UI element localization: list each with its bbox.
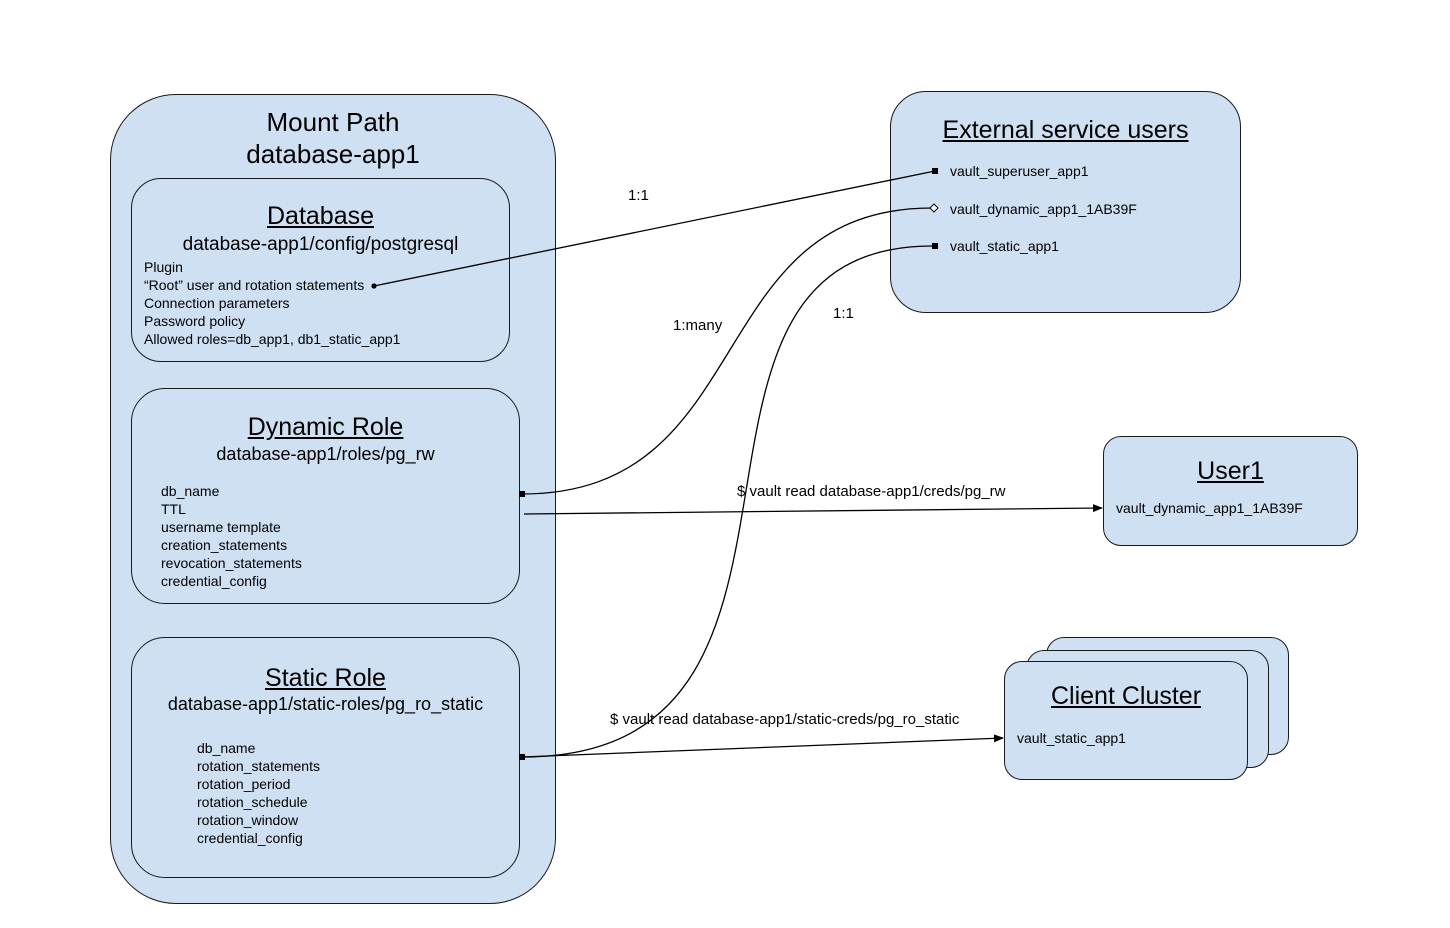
mount-path-title: Mount Path [266,107,400,137]
external-users-title: External service users [942,116,1189,144]
dynamic-role-fields: db_name TTL username template creation_s… [161,483,302,590]
database-box: Database database-app1/config/postgresql… [131,178,510,362]
user1-box: User1 vault_dynamic_app1_1AB39F [1103,436,1358,546]
dynamic-role-title: Dynamic Role [247,413,404,441]
external-user-superuser: vault_superuser_app1 [950,163,1089,179]
static-role-field: db_name [197,740,256,756]
dynamic-role-field: creation_statements [161,536,288,553]
edge-dynamic-end-diamond [929,203,939,213]
edge-static-to-user [521,245,933,758]
edge-label-dynamic-to-user: 1:many [673,317,723,334]
edge-label-read-static: $ vault read database-app1/static-creds/… [610,711,960,728]
client-cluster-box: Client Cluster vault_static_app1 [1004,661,1248,780]
database-path: database-app1/config/postgresql [182,234,459,255]
static-role-field: rotation_statements [197,757,320,774]
edge-label-read-dynamic: $ vault read database-app1/creds/pg_rw [737,483,1006,500]
edge-root-start-dot [371,283,377,289]
database-field: “Root” user and rotation statements [144,276,365,293]
edge-superuser-end-square [932,168,938,174]
static-role-field: rotation_schedule [197,793,308,810]
external-user-dynamic: vault_dynamic_app1_1AB39F [950,201,1137,217]
static-role-path: database-app1/static-roles/pg_ro_static [167,694,484,714]
dynamic-role-field: credential_config [161,572,267,589]
client-cluster-title: Client Cluster [1050,682,1202,710]
dynamic-role-field: db_name [161,483,220,499]
database-field: Password policy [144,312,246,329]
edge-root-to-superuser [373,170,936,287]
mount-path-value: database-app1 [246,139,420,169]
static-role-title: Static Role [265,664,386,692]
user1-value: vault_dynamic_app1_1AB39F [1116,500,1303,516]
static-role-field: rotation_window [197,811,299,828]
edge-label-static-to-user: 1:1 [833,305,854,322]
static-role-box: Static Role database-app1/static-roles/p… [131,637,520,878]
external-users-box: External service users vault_superuser_a… [890,91,1241,313]
dynamic-role-path: database-app1/roles/pg_rw [216,444,435,464]
edge-dynamic-start-square [519,491,525,497]
edge-read-dynamic [523,504,1103,515]
database-field: Connection parameters [144,294,290,311]
dynamic-role-field: revocation_statements [161,554,302,571]
static-role-fields: db_name rotation_statements rotation_per… [197,740,320,847]
edge-read-static [521,734,1004,758]
client-cluster-value: vault_static_app1 [1017,730,1126,746]
dynamic-role-box: Dynamic Role database-app1/roles/pg_rw d… [131,388,520,604]
edge-dynamic-to-user [521,207,933,495]
external-user-static: vault_static_app1 [950,238,1059,254]
edge-static-end-square [932,243,938,249]
static-role-field: rotation_period [197,775,291,792]
user1-title: User1 [1197,457,1264,485]
edge-label-root-to-superuser: 1:1 [628,187,649,204]
dynamic-role-field: TTL [161,500,186,517]
dynamic-role-field: username template [161,518,281,535]
database-field: Plugin [144,259,183,275]
database-fields: Plugin “Root” user and rotation statemen… [144,259,400,349]
database-title: Database [266,202,375,230]
database-field: Allowed roles=db_app1, db1_static_app1 [144,330,401,347]
static-role-field: credential_config [197,829,303,846]
